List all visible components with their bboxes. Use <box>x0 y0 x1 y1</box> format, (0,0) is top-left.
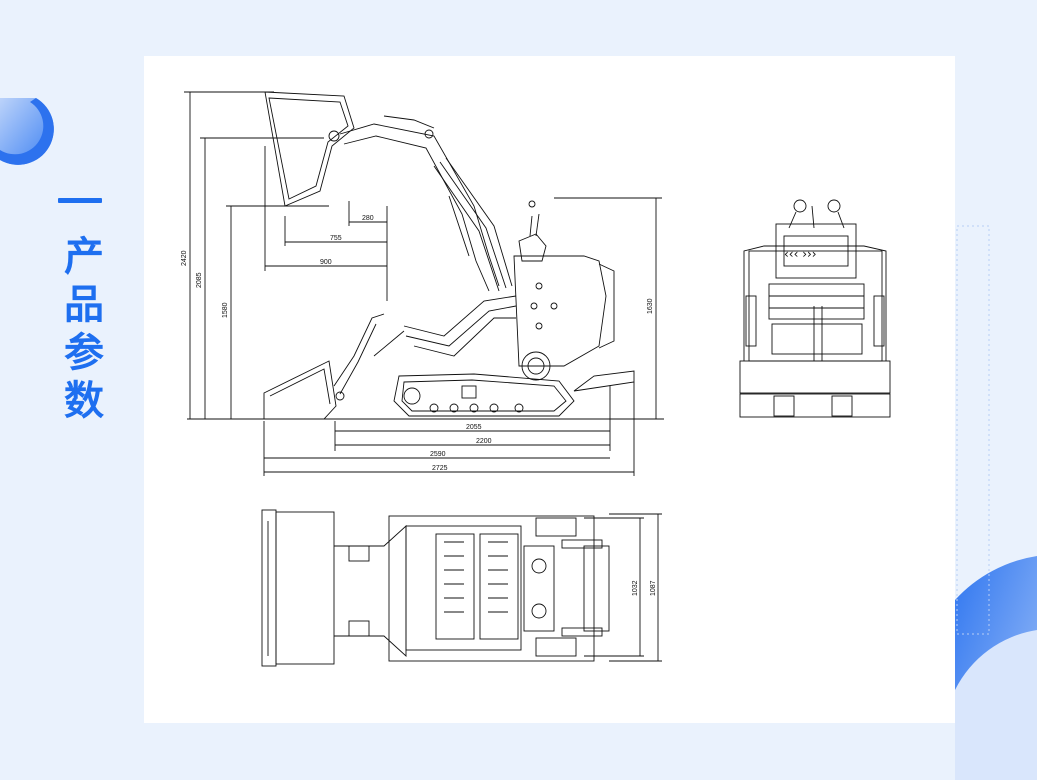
dim-reach-755: 755 <box>330 235 342 242</box>
front-view-drawing: ‹‹‹ ››› <box>739 199 891 418</box>
dim-length-2590: 2590 <box>430 451 446 458</box>
title-dash <box>58 198 102 203</box>
dim-height-1580: 1580 <box>222 302 229 318</box>
drawing-panel: ‹‹‹ ››› <box>144 56 955 723</box>
dim-length-2725: 2725 <box>432 465 448 472</box>
dim-height-1630: 1630 <box>647 298 654 314</box>
section-title: 产品参数 <box>54 198 106 427</box>
decorative-arc-top-left <box>0 98 54 165</box>
dim-length-2055: 2055 <box>466 424 482 431</box>
dim-height-2085: 2085 <box>196 272 203 288</box>
dim-width-1087: 1087 <box>650 580 657 596</box>
side-view-drawing <box>184 91 664 476</box>
section-title-text: 产品参数 <box>57 235 103 427</box>
dim-reach-900: 900 <box>320 259 332 266</box>
top-view-drawing <box>261 509 662 667</box>
dim-width-1032: 1032 <box>632 580 639 596</box>
dim-height-2420: 2420 <box>181 250 188 266</box>
dim-length-2200: 2200 <box>476 438 492 445</box>
chevron-arrows-icon: ‹‹‹ ››› <box>784 247 817 261</box>
dim-reach-280: 280 <box>362 215 374 222</box>
